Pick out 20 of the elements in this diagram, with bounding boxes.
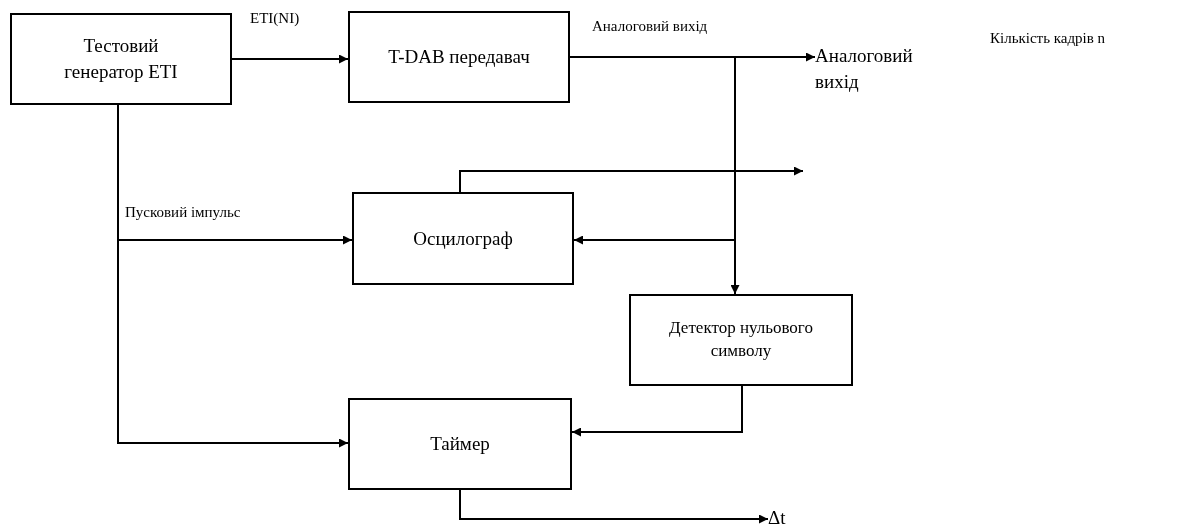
box-text: Тестовий генератор ETI xyxy=(63,34,179,84)
box-text: Таймер xyxy=(430,432,490,457)
process-box xyxy=(10,13,232,105)
arrow xyxy=(459,166,804,193)
arrow xyxy=(571,385,743,437)
arrow xyxy=(459,489,769,524)
note-text: Кількість кадрів n xyxy=(990,30,1106,47)
process-box xyxy=(348,11,570,103)
box-text: T-DAB передавач xyxy=(388,45,530,70)
edge-label: Аналоговий вихід xyxy=(592,18,708,35)
process-box xyxy=(348,398,572,490)
edge-label: Пусковий імпульс xyxy=(125,204,241,221)
box-text: Осцилограф xyxy=(413,226,513,251)
process-box xyxy=(629,294,853,386)
process-box xyxy=(352,192,574,285)
arrow xyxy=(231,54,349,64)
box-text: Δt xyxy=(768,506,786,528)
edge-label: ETI(NI) xyxy=(250,10,300,27)
box-text: Детектор нульового символу xyxy=(668,317,814,362)
box-text: Аналоговий вихід xyxy=(815,44,914,94)
